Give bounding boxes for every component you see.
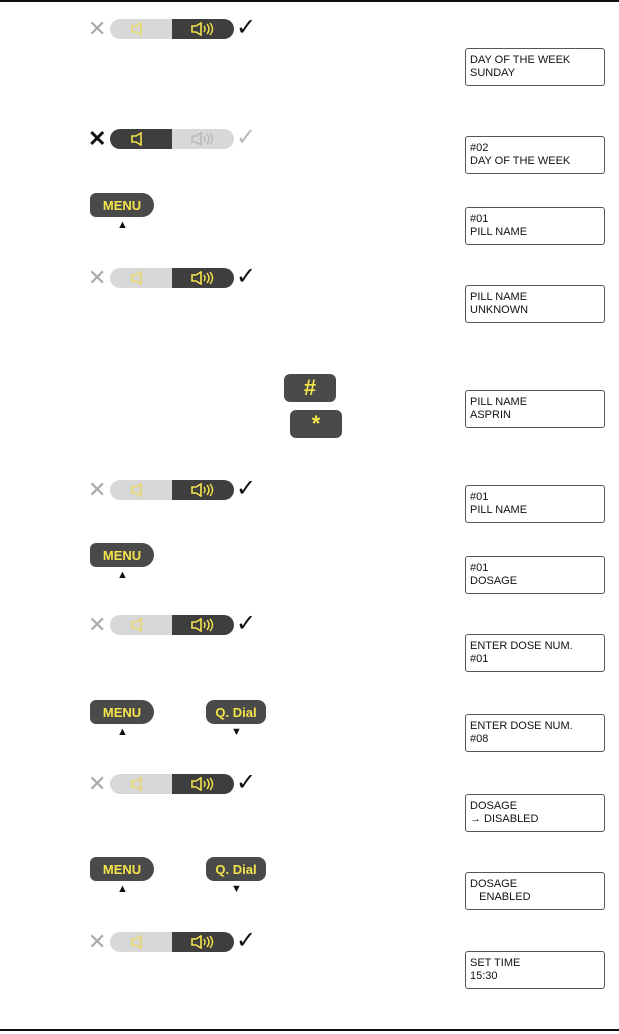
cancel-control: ✕ ✓ <box>88 127 248 153</box>
up-arrow-icon: ▲ <box>117 570 128 581</box>
speaker-button[interactable] <box>172 19 234 39</box>
menu-button[interactable]: MENU <box>90 700 154 724</box>
cancel-icon[interactable]: ✕ <box>88 479 106 501</box>
star-key[interactable]: * <box>290 410 342 438</box>
speaker-mute-icon <box>130 22 152 36</box>
mute-speaker-toggle <box>110 19 234 39</box>
speaker-button[interactable] <box>172 615 234 635</box>
confirm-control: ✕ ✓ <box>88 772 248 798</box>
display-11: DOSAGE ENABLED <box>465 872 605 910</box>
confirm-icon[interactable]: ✓ <box>236 265 256 289</box>
display-8: ENTER DOSE NUM.#01 <box>465 634 605 672</box>
speaker-loud-icon <box>190 132 216 146</box>
cancel-icon[interactable]: ✕ <box>88 773 106 795</box>
confirm-control: ✕ ✓ <box>88 613 248 639</box>
mute-speaker-toggle <box>110 129 234 149</box>
mute-button[interactable] <box>110 19 172 39</box>
hash-key[interactable]: # <box>284 374 336 402</box>
mute-button[interactable] <box>110 774 172 794</box>
speaker-button[interactable] <box>172 129 234 149</box>
confirm-icon[interactable]: ✓ <box>236 771 256 795</box>
qdial-button[interactable]: Q. Dial <box>206 857 266 881</box>
speaker-button[interactable] <box>172 268 234 288</box>
confirm-icon[interactable]: ✓ <box>236 126 256 150</box>
confirm-control: ✕ ✓ <box>88 478 248 504</box>
menu-button[interactable]: MENU <box>90 857 154 881</box>
cancel-icon[interactable]: ✕ <box>88 18 106 40</box>
confirm-icon[interactable]: ✓ <box>236 16 256 40</box>
speaker-button[interactable] <box>172 932 234 952</box>
qdial-button[interactable]: Q. Dial <box>206 700 266 724</box>
mute-button[interactable] <box>110 615 172 635</box>
display-9: ENTER DOSE NUM.#08 <box>465 714 605 752</box>
mute-button[interactable] <box>110 932 172 952</box>
top-rule <box>0 0 619 2</box>
speaker-button[interactable] <box>172 480 234 500</box>
mute-speaker-toggle <box>110 480 234 500</box>
speaker-loud-icon <box>190 22 216 36</box>
confirm-control: ✕ ✓ <box>88 266 248 292</box>
cancel-icon[interactable]: ✕ <box>88 128 106 150</box>
mute-button[interactable] <box>110 268 172 288</box>
mute-speaker-toggle <box>110 615 234 635</box>
confirm-control: ✕ ✓ <box>88 17 248 43</box>
confirm-icon[interactable]: ✓ <box>236 477 256 501</box>
speaker-button[interactable] <box>172 774 234 794</box>
up-arrow-icon: ▲ <box>117 220 128 231</box>
down-arrow-icon: ▼ <box>231 884 242 895</box>
display-10: DOSAGE→ DISABLED <box>465 794 605 832</box>
bottom-rule <box>0 1029 619 1031</box>
mute-button[interactable] <box>110 480 172 500</box>
cancel-icon[interactable]: ✕ <box>88 614 106 636</box>
confirm-icon[interactable]: ✓ <box>236 929 256 953</box>
cancel-icon[interactable]: ✕ <box>88 931 106 953</box>
speaker-mute-icon <box>130 132 152 146</box>
mute-speaker-toggle <box>110 268 234 288</box>
mute-button[interactable] <box>110 129 172 149</box>
cancel-icon[interactable]: ✕ <box>88 267 106 289</box>
up-arrow-icon: ▲ <box>117 727 128 738</box>
up-arrow-icon: ▲ <box>117 884 128 895</box>
mute-speaker-toggle <box>110 774 234 794</box>
mute-speaker-toggle <box>110 932 234 952</box>
down-arrow-icon: ▼ <box>231 727 242 738</box>
confirm-icon[interactable]: ✓ <box>236 612 256 636</box>
confirm-control: ✕ ✓ <box>88 930 248 956</box>
menu-button[interactable]: MENU <box>90 543 154 567</box>
menu-button[interactable]: MENU <box>90 193 154 217</box>
